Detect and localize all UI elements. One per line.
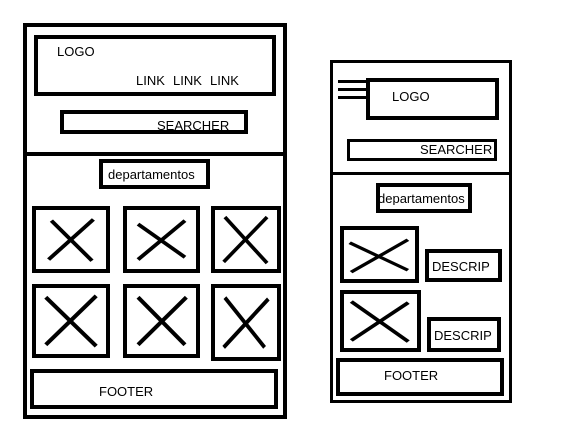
desktop-departments-label: departamentos: [108, 167, 195, 182]
mobile-logo: LOGO: [392, 89, 430, 104]
image-placeholder-icon: [349, 300, 410, 343]
desktop-departments-button[interactable]: [99, 159, 210, 189]
hamburger-menu-icon[interactable]: [338, 80, 366, 100]
image-placeholder-icon: [136, 219, 187, 261]
image-placeholder-icon: [44, 294, 98, 348]
mobile-wireframe: [330, 60, 512, 403]
desktop-wireframe: [23, 23, 287, 419]
mobile-description-label: DESCRIP: [432, 259, 490, 274]
image-placeholder-icon: [136, 295, 188, 347]
mobile-departments-label: departamentos: [378, 192, 465, 205]
mobile-header-divider: [332, 172, 510, 175]
mobile-footer: [336, 358, 504, 396]
mobile-description-label: DESCRIP: [434, 328, 492, 343]
desktop-nav-link-1[interactable]: LINK: [136, 73, 165, 88]
desktop-search-bar[interactable]: [60, 110, 248, 134]
mobile-description-box: [427, 317, 501, 352]
image-placeholder-icon: [47, 218, 95, 262]
desktop-footer: [30, 369, 278, 409]
desktop-nav-link-3[interactable]: LINK: [210, 73, 239, 88]
desktop-search-label: SEARCHER: [157, 118, 230, 133]
desktop-header-divider: [27, 152, 285, 156]
desktop-footer-label: FOOTER: [99, 384, 154, 399]
desktop-image-placeholder: [123, 284, 200, 358]
image-placeholder-icon: [348, 238, 410, 274]
image-placeholder-icon: [222, 215, 269, 265]
mobile-description-box: [425, 249, 502, 282]
desktop-image-placeholder: [123, 206, 200, 273]
desktop-header: [34, 35, 276, 96]
mobile-footer-label: FOOTER: [384, 368, 439, 383]
mobile-search-label: SEARCHER: [420, 142, 493, 157]
desktop-image-placeholder: [211, 206, 281, 273]
mobile-search-bar[interactable]: [347, 139, 497, 161]
desktop-image-placeholder: [32, 206, 110, 273]
mobile-image-placeholder: [340, 290, 421, 352]
desktop-image-placeholder: [32, 284, 110, 358]
mobile-header: [366, 78, 499, 120]
image-placeholder-icon: [222, 296, 270, 349]
desktop-logo: LOGO: [57, 44, 95, 59]
mobile-departments-button[interactable]: [376, 183, 472, 213]
desktop-image-placeholder: [211, 284, 281, 361]
mobile-image-placeholder: [340, 226, 419, 283]
desktop-nav-link-2[interactable]: LINK: [173, 73, 202, 88]
